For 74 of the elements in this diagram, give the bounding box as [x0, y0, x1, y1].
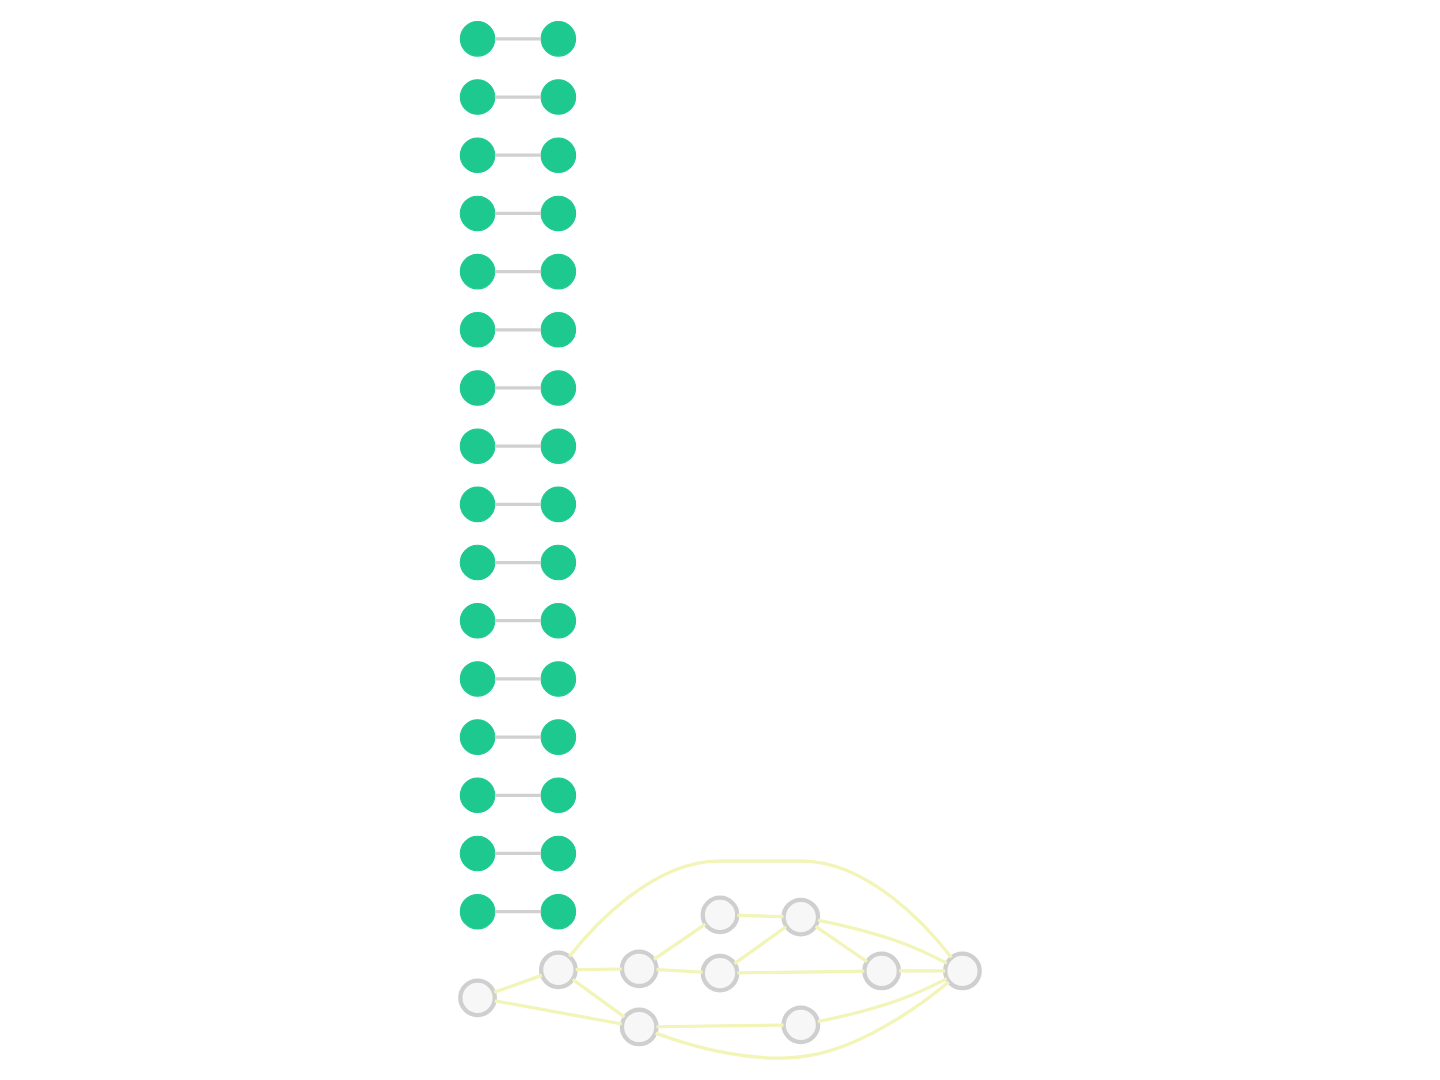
node-circle	[459, 428, 496, 464]
node-circle	[540, 137, 577, 173]
node-circle	[540, 428, 577, 464]
node-circle	[459, 486, 496, 523]
node-circle	[781, 897, 821, 937]
node-circle	[459, 370, 496, 406]
connector	[568, 859, 953, 959]
node-circle	[459, 253, 496, 290]
node-circle	[459, 602, 496, 639]
node-circle	[540, 195, 577, 232]
connector	[494, 270, 541, 274]
connector	[494, 444, 541, 448]
connector	[494, 386, 541, 390]
connector	[494, 153, 541, 157]
node-circle	[459, 79, 496, 115]
connector	[656, 1023, 784, 1029]
node-circle	[459, 195, 496, 232]
connector	[814, 925, 868, 963]
node-circle	[459, 544, 496, 581]
connector	[656, 968, 703, 974]
connector	[571, 978, 626, 1019]
connector	[494, 851, 541, 856]
node-circle	[459, 137, 496, 173]
node-circle	[540, 79, 577, 115]
connector	[899, 969, 946, 973]
connector	[733, 925, 787, 965]
connector	[494, 619, 541, 623]
node-circle	[540, 602, 577, 639]
node-circle	[540, 253, 577, 290]
connector	[494, 211, 541, 216]
connector	[494, 502, 541, 506]
connector	[494, 95, 541, 99]
node-circle	[540, 719, 577, 755]
node-circle	[459, 835, 496, 872]
connector	[737, 969, 865, 975]
node-circle	[540, 661, 577, 697]
connector	[494, 677, 541, 681]
connector	[494, 37, 541, 41]
node-circle	[540, 835, 577, 872]
node-circle	[459, 21, 496, 57]
node-circle	[619, 1007, 659, 1047]
node-circle	[700, 895, 740, 935]
node-circle	[619, 949, 659, 989]
connector	[494, 735, 541, 739]
connector	[494, 910, 541, 914]
connector	[494, 560, 541, 565]
node-circle	[459, 661, 496, 697]
node-circle	[540, 893, 577, 930]
node-circle	[538, 950, 578, 990]
node-circle	[459, 777, 496, 814]
connector	[817, 918, 948, 965]
node-circle	[781, 1005, 821, 1045]
node-circle	[700, 953, 740, 993]
connector	[653, 922, 707, 961]
node-circle	[540, 312, 577, 348]
connector	[494, 999, 623, 1026]
node-circle	[540, 544, 577, 581]
node-circle	[459, 893, 496, 930]
connector	[494, 793, 541, 797]
node-circle	[943, 951, 982, 991]
connector	[737, 913, 784, 919]
connector	[655, 980, 950, 1060]
node-circle	[540, 370, 577, 406]
connector	[817, 977, 948, 1024]
connector	[494, 328, 541, 332]
node-circle	[458, 978, 497, 1018]
connector	[575, 967, 622, 972]
node-circle	[540, 21, 577, 57]
node-circle	[459, 719, 496, 755]
node-circle	[862, 951, 902, 991]
node-circle	[540, 777, 577, 814]
node-circle	[540, 486, 577, 523]
connector	[493, 973, 543, 994]
node-circle	[459, 312, 496, 348]
